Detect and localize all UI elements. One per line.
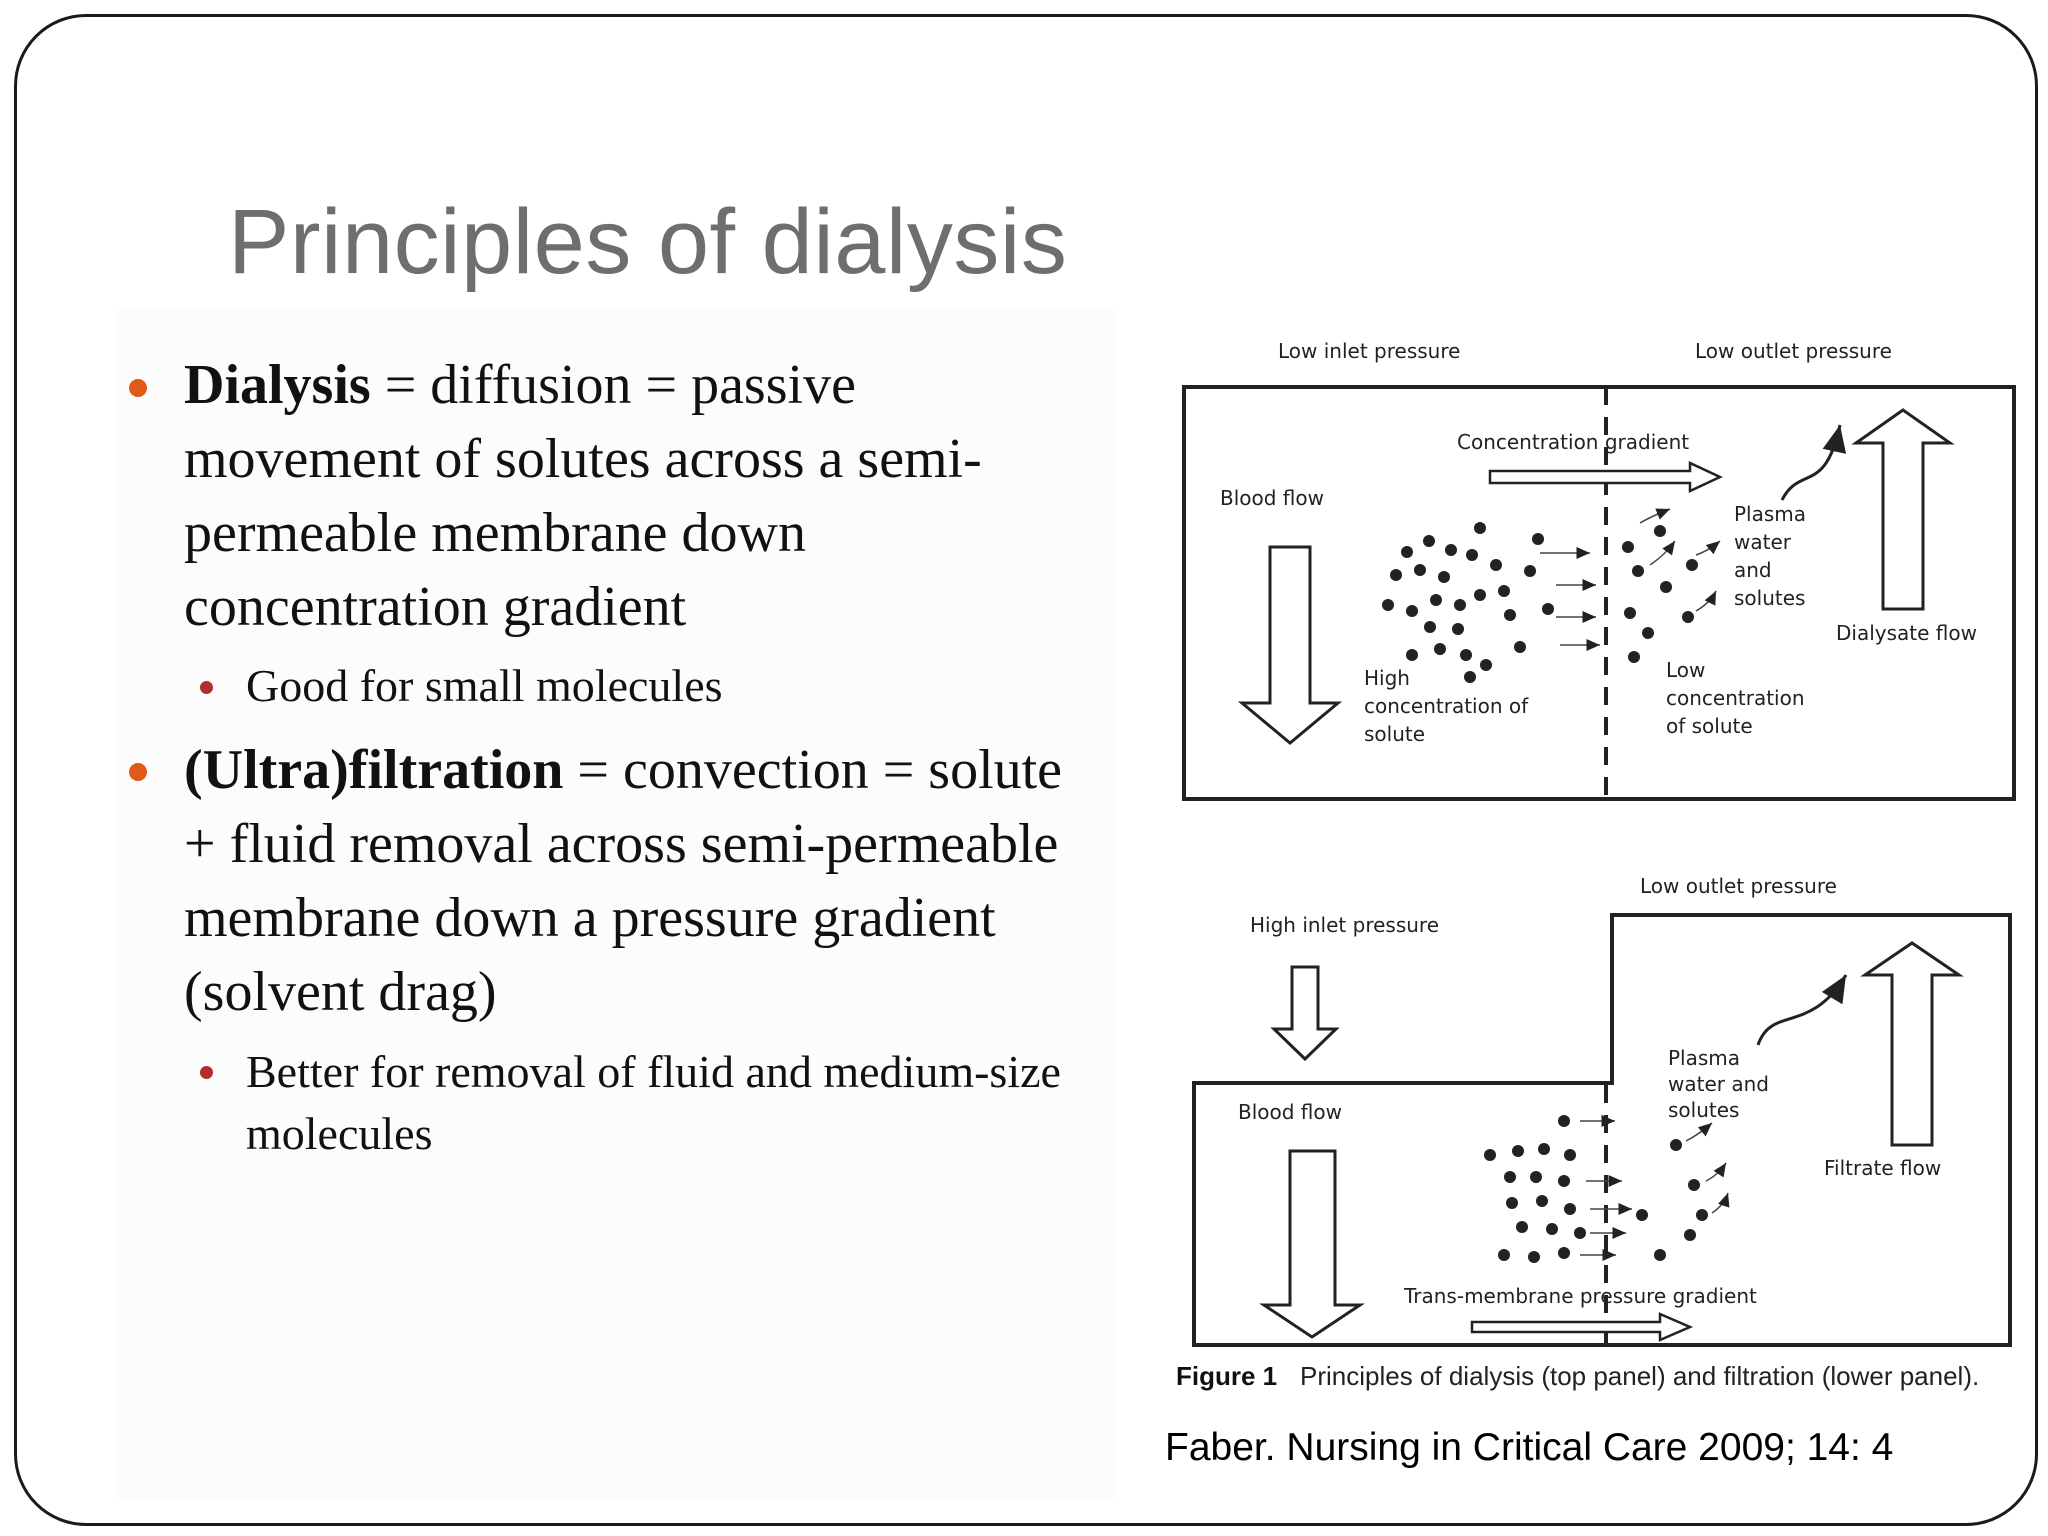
bullet-ultrafiltration: (Ultra)filtration = convection = solute … [184,733,1084,1029]
top-panel-box [1182,385,2016,801]
sub-bullet-medium-molecules: Better for removal of fluid and medium-s… [246,1046,1061,1159]
bullet-dot [129,763,147,781]
label-concentration-of: concentration of [1364,694,1529,718]
bullet-term: (Ultra)filtration [184,739,564,801]
citation: Faber. Nursing in Critical Care 2009; 14… [1165,1426,1894,1469]
high-inlet-arrow [1270,965,1340,1062]
sub-bullet-dot [200,681,213,694]
label-solutes-bottom: solutes [1668,1098,1739,1122]
filtrate-flow-arrow [1860,941,1964,1147]
tmp-gradient-arrow [1470,1312,1694,1342]
top-solute-particles [1382,522,1698,683]
label-dialysate-flow: Dialysate flow [1836,621,1977,645]
label-water: water [1734,530,1792,554]
plasma-curve-arrow [1780,424,1847,501]
label-of-solute: of solute [1666,714,1753,738]
bullet-term: Dialysis [184,354,371,416]
label-low-inlet: Low inlet pressure [1278,339,1460,363]
sub-bullet-dot [200,1066,213,1079]
label-filtrate-flow: Filtrate flow [1824,1156,1941,1180]
dialysate-flow-arrow [1851,408,1955,611]
bottom-solute-particles [1484,1115,1708,1263]
dialysis-figure: Low inlet pressure Low outlet pressure C… [1176,339,2016,1391]
label-concentration: concentration [1666,686,1805,710]
label-water-and: water and [1668,1072,1769,1096]
plasma-curve-arrow-bottom [1756,974,1848,1046]
label-tmp-gradient: Trans-membrane pressure gradient [1403,1284,1757,1308]
bottom-panel-box [1192,913,2012,1347]
label-high-inlet: High inlet pressure [1250,913,1439,937]
sub-bullet-small-molecules: Good for small molecules [246,660,723,711]
concentration-arrow [1488,461,1723,493]
blood-flow-arrow [1237,545,1343,745]
bottom-convection-arrows [1580,1115,1730,1261]
label-high: High [1364,666,1410,690]
label-plasma: Plasma [1734,502,1806,526]
label-blood-flow: Blood flow [1220,486,1324,510]
label-and: and [1734,558,1772,582]
slide-title: Principles of dialysis [228,191,1068,293]
figure-caption-label: Figure 1 [1176,1361,1277,1391]
label-blood-flow-bottom: Blood flow [1238,1100,1342,1124]
top-diffusion-arrows [1540,508,1721,651]
blood-flow-arrow-bottom [1259,1149,1365,1339]
label-solutes: solutes [1734,586,1805,610]
figure-caption-text: Principles of dialysis (top panel) and f… [1300,1361,1979,1391]
label-plasma-bottom: Plasma [1668,1046,1740,1070]
bullet-dialysis: Dialysis = diffusion = passive movement … [184,348,1084,644]
content-panel [115,310,1115,1500]
label-low-outlet: Low outlet pressure [1695,339,1892,363]
label-concentration-gradient: Concentration gradient [1457,430,1689,454]
label-solute: solute [1364,722,1425,746]
label-low: Low [1666,658,1705,682]
bullet-dot [129,379,147,397]
bullet-text: = convection = solute + fluid removal ac… [184,739,1063,1023]
label-low-outlet-bottom: Low outlet pressure [1640,874,1837,898]
bullet-text: = diffusion = passive movement of solute… [184,354,982,638]
